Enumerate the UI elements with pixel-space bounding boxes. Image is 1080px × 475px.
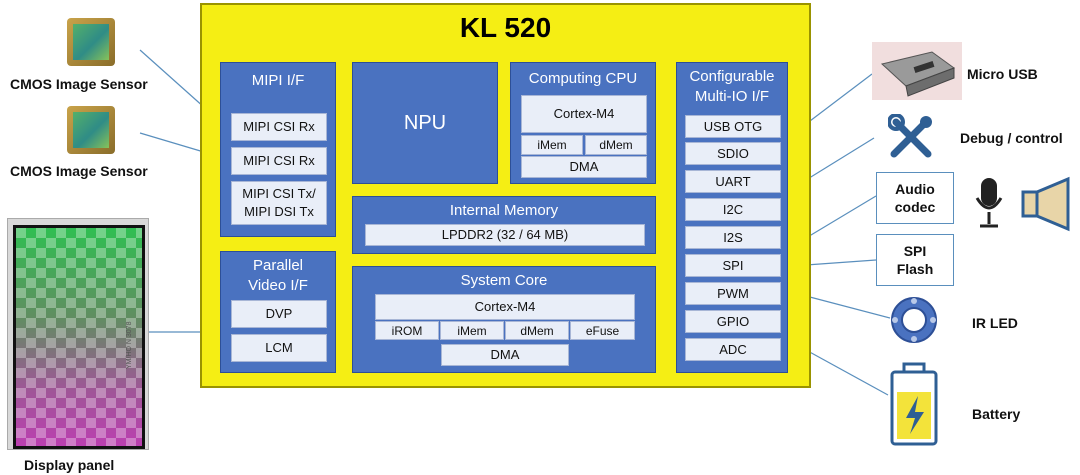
parallel-video-block: Parallel Video I/F DVP LCM	[220, 251, 336, 373]
wire-battery	[805, 349, 889, 396]
parallel-video-title: Parallel Video I/F	[248, 257, 308, 294]
internal-memory-block: Internal Memory LPDDR2 (32 / 64 MB)	[352, 196, 656, 254]
wire-audio	[805, 195, 877, 239]
microphone-icon	[975, 178, 1003, 228]
speaker-icon	[1021, 176, 1070, 232]
mipi-title: MIPI I/F	[251, 72, 305, 89]
ir-led-icon	[891, 297, 937, 343]
audio-codec-box: Audio codec	[876, 172, 954, 224]
io-i2c: I2C	[685, 198, 781, 221]
computing-cortex-m4: Cortex-M4	[521, 95, 647, 133]
mipi-interface-block: MIPI I/F MIPI CSI Rx MIPI CSI Rx MIPI CS…	[220, 62, 336, 237]
computing-cpu-title: Computing CPU	[528, 70, 638, 87]
io-sdio: SDIO	[685, 142, 781, 165]
system-irom: iROM	[375, 321, 439, 340]
computing-imem: iMem	[521, 135, 583, 155]
display-panel-label: Display panel	[24, 457, 115, 473]
lcm: LCM	[231, 334, 327, 362]
display-panel-image: YM/HO N 3078	[7, 218, 149, 450]
debug-control-label: Debug / control	[960, 130, 1063, 146]
computing-dmem: dMem	[585, 135, 647, 155]
system-imem: iMem	[440, 321, 504, 340]
wire-ir	[805, 295, 891, 319]
wire-usb	[805, 73, 873, 125]
cmos-sensor-label-2: CMOS Image Sensor	[10, 163, 148, 179]
system-efuse: eFuse	[570, 321, 635, 340]
io-uart: UART	[685, 170, 781, 193]
io-i2s: I2S	[685, 226, 781, 249]
panel-mark: YM/HO N 3078	[126, 321, 133, 369]
multi-io-block: Configurable Multi-IO I/F USB OTG SDIO U…	[676, 62, 788, 373]
tools-icon	[888, 114, 932, 158]
lpddr2-memory: LPDDR2 (32 / 64 MB)	[365, 224, 645, 246]
mipi-csi-tx-dsi-tx: MIPI CSI Tx/ MIPI DSI Tx	[231, 181, 327, 225]
cmos-sensor-label-1: CMOS Image Sensor	[10, 76, 148, 92]
npu-block: NPU	[352, 62, 498, 184]
io-gpio: GPIO	[685, 310, 781, 333]
multi-io-title: Configurable Multi-IO I/F	[689, 68, 775, 105]
wire-debug	[805, 137, 875, 181]
system-core-title: System Core	[460, 272, 548, 289]
mipi-csi-rx-2: MIPI CSI Rx	[231, 147, 327, 175]
io-pwm: PWM	[685, 282, 781, 305]
io-usb-otg: USB OTG	[685, 115, 781, 138]
system-dmem: dMem	[505, 321, 569, 340]
internal-memory-title: Internal Memory	[449, 202, 559, 219]
system-dma: DMA	[441, 344, 569, 366]
computing-cpu-block: Computing CPU Cortex-M4 iMem dMem DMA	[510, 62, 656, 184]
system-cortex-m4: Cortex-M4	[375, 294, 635, 320]
image-sensor-icon	[67, 18, 115, 66]
chip-title: KL 520	[459, 12, 552, 43]
mipi-csi-rx-1: MIPI CSI Rx	[231, 113, 327, 141]
micro-usb-label: Micro USB	[967, 66, 1038, 82]
io-spi: SPI	[685, 254, 781, 277]
battery-icon	[890, 362, 938, 446]
io-adc: ADC	[685, 338, 781, 361]
wire-spi	[805, 259, 877, 266]
dvp: DVP	[231, 300, 327, 328]
system-core-block: System Core Cortex-M4 iROM iMem dMem eFu…	[352, 266, 656, 373]
ir-led-label: IR LED	[972, 315, 1018, 331]
spi-flash-box: SPI Flash	[876, 234, 954, 286]
computing-dma: DMA	[521, 156, 647, 178]
battery-label: Battery	[972, 406, 1021, 422]
image-sensor-icon	[67, 106, 115, 154]
usb-connector-icon	[872, 42, 962, 100]
npu-title: NPU	[403, 112, 447, 134]
